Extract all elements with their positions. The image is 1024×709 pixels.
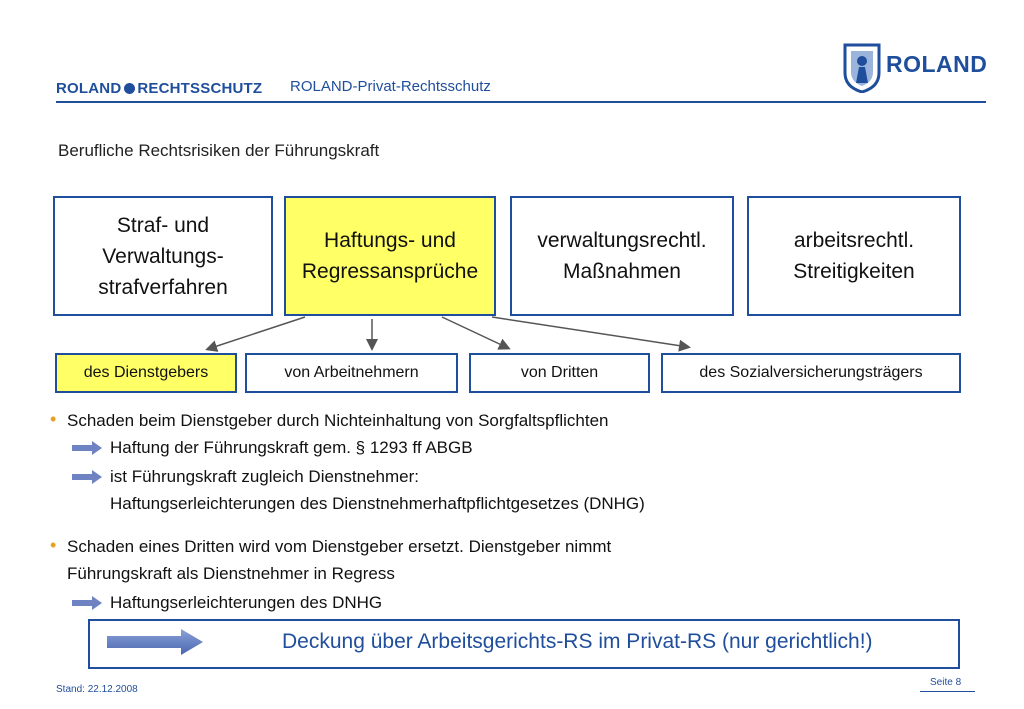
bullet-2-sub-1: Haftungserleichterungen des DNHG	[110, 593, 383, 612]
big-arrow-right-icon	[107, 629, 203, 655]
bullet-1-sub-2: ist Führungskraft zugleich Dienstnehmer:	[110, 467, 419, 486]
footer-divider	[920, 691, 975, 692]
bullet-1-sub-3: Haftungserleichterungen des Dienstnehmer…	[110, 494, 645, 513]
roland-shield-icon	[843, 43, 881, 93]
category-box-straf: Straf- und Verwaltungs- strafverfahren	[53, 196, 273, 316]
claim-box-dritte: von Dritten	[469, 353, 650, 393]
footer-page-number: Seite 8	[930, 677, 962, 688]
category-label: Straf- und Verwaltungs- strafverfahren	[98, 213, 228, 299]
arrow-right-icon	[72, 441, 102, 455]
arrow-to-dritte	[441, 316, 511, 350]
bullet-2-line-1: Schaden eines Dritten wird vom Dienstgeb…	[67, 537, 612, 556]
claim-box-sozialversicherung: des Sozialversicherungsträgers	[661, 353, 961, 393]
arrow-right-icon	[72, 470, 102, 484]
roland-logo-text: ROLAND	[886, 51, 988, 77]
footer-date: Stand: 22.12.2008	[56, 684, 138, 695]
category-box-arbeitsrecht: arbeitsrechtl. Streitigkeiten	[747, 196, 961, 316]
bullet-dot-icon: •	[50, 409, 57, 429]
arrow-to-dienstgeber	[205, 316, 306, 352]
product-name: ROLAND-Privat-Rechtsschutz	[290, 78, 491, 95]
category-label: verwaltungsrechtl. Maßnahmen	[537, 229, 707, 283]
brand-wordmark: ROLAND RECHTSSCHUTZ	[56, 80, 262, 97]
claim-box-arbeitnehmer: von Arbeitnehmern	[245, 353, 458, 393]
claim-label: des Sozialversicherungsträgers	[699, 364, 923, 381]
claim-label: von Arbeitnehmern	[284, 364, 419, 381]
bullet-1: Schaden beim Dienstgeber durch Nichteinh…	[67, 411, 609, 430]
bullet-dot-icon: •	[50, 535, 57, 555]
category-box-haftung: Haftungs- und Regressansprüche	[284, 196, 496, 316]
bullet-1-sub-1: Haftung der Führungskraft gem. § 1293 ff…	[110, 438, 473, 457]
coverage-box	[88, 619, 960, 669]
brand-roland: ROLAND	[56, 80, 122, 97]
category-label: arbeitsrechtl. Streitigkeiten	[793, 229, 915, 283]
brand-dot-icon	[124, 83, 136, 94]
claim-label: des Dienstgebers	[83, 364, 209, 381]
bullet-2-line-2: Führungskraft als Dienstnehmer in Regres…	[67, 564, 395, 583]
category-label: Haftungs- und Regressansprüche	[301, 229, 479, 283]
coverage-text: Deckung über Arbeitsgerichts-RS im Priva…	[282, 630, 873, 653]
page-title: Berufliche Rechtsrisiken der Führungskra…	[58, 141, 380, 160]
category-box-verwaltung: verwaltungsrechtl. Maßnahmen	[510, 196, 734, 316]
arrow-to-sozialversicherung	[491, 316, 691, 352]
arrow-right-icon	[72, 596, 102, 610]
brand-rechtsschutz: RECHTSSCHUTZ	[137, 80, 263, 97]
claim-box-dienstgeber: des Dienstgebers	[55, 353, 237, 393]
claim-label: von Dritten	[520, 364, 599, 381]
header-divider	[56, 101, 986, 103]
